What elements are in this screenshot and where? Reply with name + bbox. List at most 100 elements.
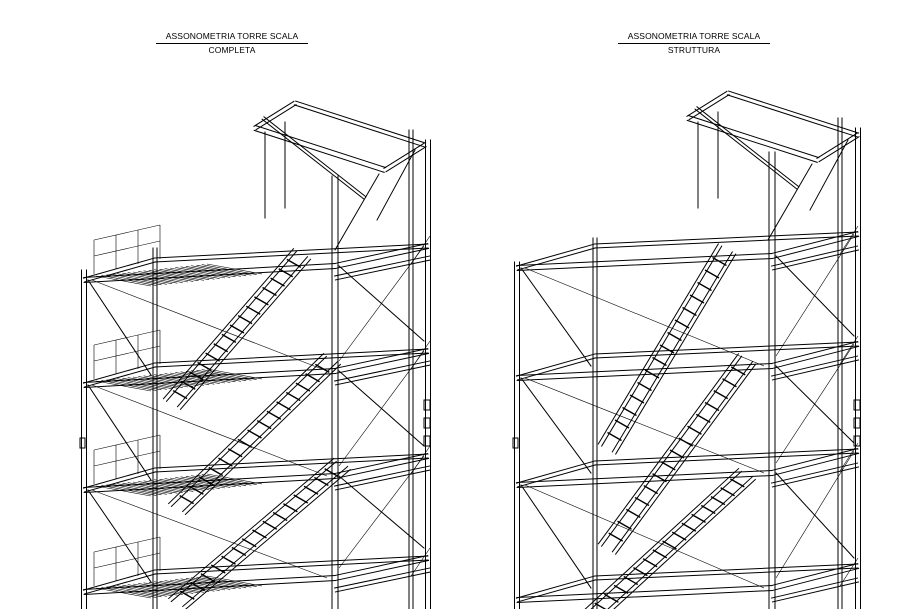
beam-right (770, 562, 860, 592)
beam-back (154, 243, 429, 263)
bay-edge (839, 335, 859, 365)
brace-right-face (775, 472, 855, 559)
head-beam-diag (261, 116, 367, 200)
beam-back (594, 231, 859, 249)
floor-level-3 (82, 434, 432, 497)
connection-plate (423, 417, 431, 429)
head-beam-right (383, 142, 427, 173)
column-front-left (81, 269, 87, 609)
beam-right-bay (770, 355, 860, 381)
tower-head-frame (253, 100, 427, 251)
stair-tread (295, 382, 311, 392)
stair-tread (266, 410, 282, 420)
handrail-mid (93, 345, 161, 362)
stair-tread (324, 468, 340, 478)
stair-tread (659, 344, 675, 354)
handrail-top (93, 329, 161, 346)
floor-level-4 (82, 536, 432, 599)
stair-tread (221, 333, 237, 343)
brace-right-back (338, 245, 425, 362)
brace-front (91, 279, 328, 372)
stair-tread (608, 532, 624, 542)
head-beam-back (293, 100, 427, 148)
stair-tread (629, 394, 645, 404)
stair-tread (278, 268, 294, 278)
stair-flight-2 (167, 352, 342, 516)
stair-tread (674, 319, 690, 329)
brace-front (524, 377, 765, 474)
floor-level-1 (82, 224, 432, 287)
stair-tower-complete-axonometric (79, 100, 432, 609)
stair-tread (197, 361, 212, 372)
stair-tread (245, 305, 261, 315)
connection-plate (853, 399, 861, 411)
stair-tread (210, 564, 226, 574)
stair-tread (241, 538, 257, 548)
head-beam-left (253, 100, 297, 131)
connection-plate (79, 437, 86, 449)
stair-tread (662, 540, 677, 550)
stair-flight-2 (597, 353, 757, 555)
stair-tread (256, 420, 272, 430)
stair-tread (231, 546, 247, 557)
stair-tread (303, 485, 319, 495)
stair-tread (262, 520, 278, 530)
brace-left-face (87, 489, 152, 583)
stair-tread (682, 306, 697, 317)
beam-right (770, 230, 860, 260)
title-block-structure: ASSONOMETRIA TORRE SCALA STRUTTURA (618, 31, 770, 56)
bay-edge (839, 225, 859, 255)
beam-left (82, 257, 157, 283)
stair-tread (687, 425, 702, 435)
brace-right-back (775, 450, 855, 579)
stair-tread (669, 449, 685, 459)
column-front-left (514, 261, 520, 609)
brace-right-back (338, 350, 425, 467)
stair-tread (276, 401, 291, 411)
stair-tread (314, 476, 329, 487)
beam-right (333, 554, 430, 582)
stair-tread (208, 466, 224, 477)
beam-front (83, 262, 336, 284)
stair-tread (285, 391, 301, 402)
connection-plate (853, 417, 861, 429)
view-subtitle-complete: COMPLETA (208, 45, 256, 55)
stair-tread (179, 590, 195, 600)
stair-tread (712, 256, 727, 267)
title-block-complete: ASSONOMETRIA TORRE SCALA COMPLETA (156, 31, 308, 56)
bay-edge (410, 547, 431, 577)
beam-right-bay (333, 360, 432, 386)
beam-right-bay (333, 255, 432, 281)
view-subtitle-structure: STRUTTURA (667, 45, 721, 55)
floor-level-1 (515, 225, 860, 272)
tower-head-frame (686, 90, 860, 241)
stair-tread (634, 496, 650, 507)
beam-front (516, 584, 773, 604)
column-front-right (331, 175, 339, 609)
floor-level-4 (515, 557, 860, 604)
floor-level-2 (515, 335, 860, 382)
landing-grating (95, 263, 263, 287)
brace-right-back (775, 233, 855, 357)
stair-tread (190, 581, 205, 592)
head-brace (767, 163, 813, 241)
beam-left (515, 353, 597, 381)
stair-tread (205, 352, 220, 362)
column-back-left (592, 237, 598, 609)
stair-tread (691, 513, 706, 523)
view-title-complete: ASSONOMETRIA TORRE SCALA (156, 31, 308, 44)
brace-left-face (87, 384, 152, 481)
stair-tread (642, 558, 658, 568)
brace-right-back (338, 455, 425, 569)
stair-tread (614, 419, 630, 429)
head-beam-front (686, 114, 820, 164)
stair-tread (604, 593, 619, 603)
handrail-top (93, 536, 161, 553)
stair-tread (247, 429, 262, 439)
head-beam-back (726, 90, 860, 138)
stair-tread (221, 555, 236, 565)
brace-front (524, 267, 765, 367)
stair-tread (172, 390, 188, 400)
stair-tread (293, 494, 309, 504)
beam-right (333, 452, 430, 480)
